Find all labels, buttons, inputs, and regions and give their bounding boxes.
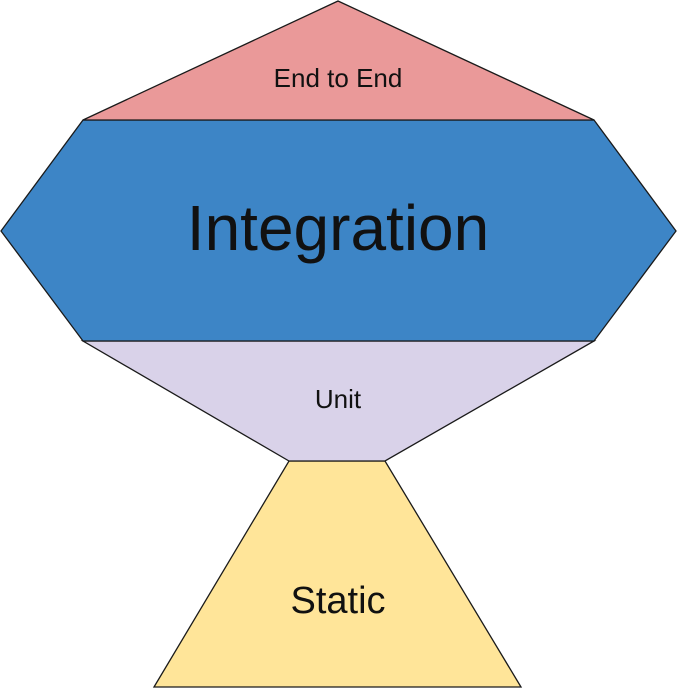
end-to-end-label: End to End [274,63,403,93]
integration-label: Integration [187,192,489,264]
end-to-end-layer [82,0,595,121]
static-layer [152,460,523,688]
unit-label: Unit [315,384,362,414]
static-label: Static [290,580,385,622]
